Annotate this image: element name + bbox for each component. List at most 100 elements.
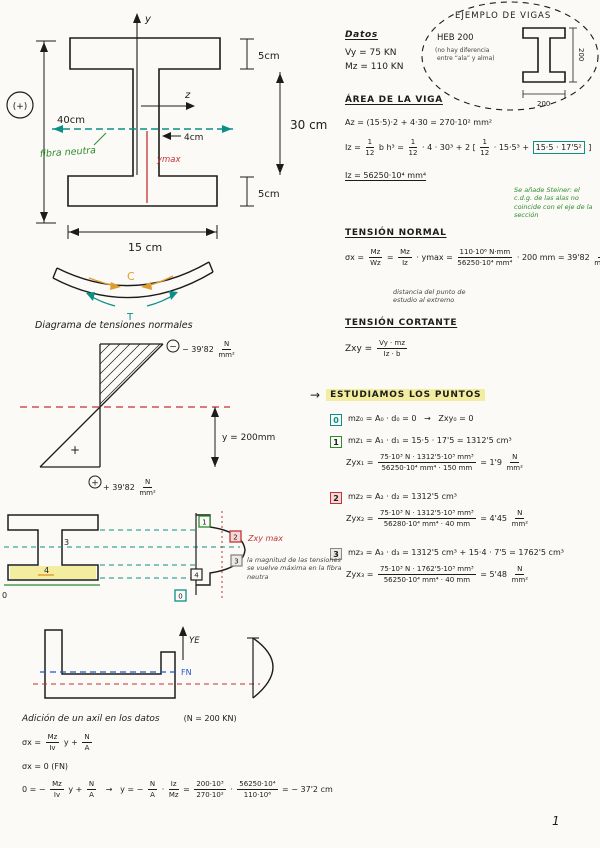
- tension-arrowhead-left: [86, 292, 95, 301]
- dim-30cm-arrow-bottom: [276, 164, 284, 174]
- point-3-block: 3 mz₃ = A₃ · d₃ = 1312'5 cm³ + 15·4 · 7'…: [330, 548, 564, 585]
- dim-5cm-bottom: [240, 176, 254, 207]
- plus-circle: [88, 475, 102, 489]
- stress-triangle-hatching: [99, 343, 161, 405]
- area-title: ÁREA DE LA VIGA: [345, 95, 443, 105]
- bulb-profile-curve: [252, 637, 274, 699]
- neutral-axis-arrow-right: [222, 125, 232, 133]
- channel-outline: [44, 629, 176, 699]
- minus-circle: [166, 339, 180, 353]
- estudiamos-header: → ESTUDIAMOS LOS PUNTOS: [310, 388, 486, 402]
- dim-5cm-top-label: 5cm: [258, 51, 280, 62]
- ejemplo-beam-name: HEB 200: [437, 33, 474, 43]
- svg-text:0: 0: [178, 593, 182, 601]
- positive-zone-label: +: [70, 443, 80, 457]
- ejemplo-title: EJEMPLO DE VIGAS: [455, 11, 551, 21]
- ibeam-cross-section-figure: (+) y z 40cm 5cm: [6, 13, 327, 254]
- y-dim-arrow-top: [211, 407, 219, 417]
- ejemplo-note-line1: (no hay diferencia: [435, 47, 490, 54]
- z-axis-label: z: [184, 90, 191, 101]
- tension-normal-note: distancia del punto de estudio al extrem…: [393, 288, 466, 305]
- dim-5cm-top: [240, 38, 254, 70]
- y-dim-label: y = 200mm: [222, 433, 275, 443]
- tension-normal-title: TENSIÓN NORMAL: [345, 228, 447, 238]
- arrow-icon: →: [310, 388, 321, 402]
- axil-n-value: (N = 200 KN): [183, 714, 237, 723]
- zero-corner-label: 0: [2, 591, 7, 600]
- dim-40cm-label: 40cm: [57, 115, 85, 126]
- point-2-marker: 2: [330, 492, 342, 504]
- axil-formula-2: σx = 0 (FN): [22, 761, 69, 771]
- heb200-ibeam-sketch: [522, 27, 566, 83]
- dim-15cm-label: 15 cm: [128, 241, 162, 254]
- sign-convention-label: (+): [13, 102, 28, 112]
- dim-15cm: [67, 225, 218, 239]
- profile-point-4: 4: [190, 568, 203, 581]
- ymax-label: ymax: [156, 155, 182, 165]
- dim-40cm: [36, 40, 56, 224]
- stress-triangle-outline: [39, 343, 164, 468]
- steiner-note: Se añade Steiner: el c.d.g. de las alas …: [514, 186, 593, 220]
- y-axis: y: [133, 13, 152, 175]
- compression-label: C: [127, 270, 135, 283]
- datos-title: Datos: [345, 30, 378, 40]
- dim-15cm-arrow-left: [69, 228, 79, 236]
- point-1-block: 1 mz₁ = A₁ · d₁ = 15·5 · 17'5 = 1312'5 c…: [330, 436, 525, 473]
- datos-block: Datos Vy = 75 KN Mz = 110 KN: [345, 30, 495, 72]
- svg-text:4: 4: [194, 572, 199, 580]
- point-2-line1: mz₂ = A₂ · d₂ = 1312'5 cm³: [348, 492, 457, 501]
- tension-cortante-title: TENSIÓN CORTANTE: [345, 318, 458, 328]
- dim-5cm-bottom-label: 5cm: [258, 189, 280, 200]
- point-1-line1: mz₁ = A₁ · d₁ = 15·5 · 17'5 = 1312'5 cm³: [348, 436, 512, 445]
- datos-vy: Vy = 75 KN: [345, 48, 397, 58]
- svg-text:3: 3: [234, 558, 238, 566]
- small-ibeam-outline: [7, 514, 99, 581]
- estudiamos-title: ESTUDIAMOS LOS PUNTOS: [326, 389, 486, 401]
- shear-max-note: la magnitud de las tensiones se vuelve m…: [247, 556, 342, 581]
- channel-section-figure: YE FN: [33, 626, 274, 699]
- dim-4cm-label: 4cm: [184, 133, 203, 143]
- point-0-marker: 0: [330, 414, 342, 426]
- diagrama-caption: Diagrama de tensiones normales: [35, 320, 193, 331]
- curved-beam-left-cap: [52, 267, 58, 279]
- point-0-line1: mz₀ = A₀ · d₀ = 0 → Zxy₀ = 0: [348, 414, 474, 423]
- y-dim-arrow-bottom: [211, 457, 219, 467]
- dim-40cm-arrow-bottom: [40, 212, 48, 222]
- heb200-dim-lines: [522, 27, 577, 98]
- neutral-axis-arrow-left: [53, 125, 63, 133]
- dim-30cm-arrow-top: [276, 73, 284, 83]
- dim-40cm-arrow-top: [40, 42, 48, 52]
- ibeam-outline: [67, 37, 221, 207]
- profile-point-2: 2: [229, 530, 242, 543]
- sign-convention-circle: [6, 91, 34, 119]
- zxymax-label: Zxy max: [248, 534, 283, 543]
- projection-dashed-lines: [4, 529, 240, 579]
- compression-arrowhead-right: [141, 282, 152, 290]
- profile-point-1: 1: [198, 515, 211, 528]
- ejemplo-vigas-figure: EJEMPLO DE VIGAS HEB 200 (no hay diferen…: [421, 1, 599, 111]
- fibra-neutra-pointer: [93, 132, 107, 146]
- curved-beam-right-cap: [208, 261, 214, 273]
- dim-30cm-label: 30 cm: [290, 118, 327, 132]
- axil-block: Adición de un axil en los datos (N = 200…: [22, 714, 462, 800]
- web-point-3-label: 3: [64, 538, 69, 547]
- curved-beam-figure: C T: [52, 261, 214, 323]
- ye-label: YE: [189, 636, 200, 646]
- tension-label: T: [126, 312, 134, 323]
- area-formula: Az = (15·5)·2 + 4·30 = 270·10² mm²: [345, 118, 493, 127]
- area-block: ÁREA DE LA VIGA Az = (15·5)·2 + 4·30 = 2…: [345, 95, 600, 180]
- compression-arrowhead-left: [110, 282, 121, 290]
- web-point-4-label: 4: [44, 566, 49, 575]
- point-3-marker: 3: [330, 548, 342, 560]
- iz-result: Iz = 56250·10⁴ mm⁴: [345, 170, 427, 180]
- svg-text:1: 1: [202, 519, 206, 527]
- profile-point-0: 0: [174, 589, 187, 602]
- stress-diagram-figure: + − + y = 200mm: [20, 339, 275, 489]
